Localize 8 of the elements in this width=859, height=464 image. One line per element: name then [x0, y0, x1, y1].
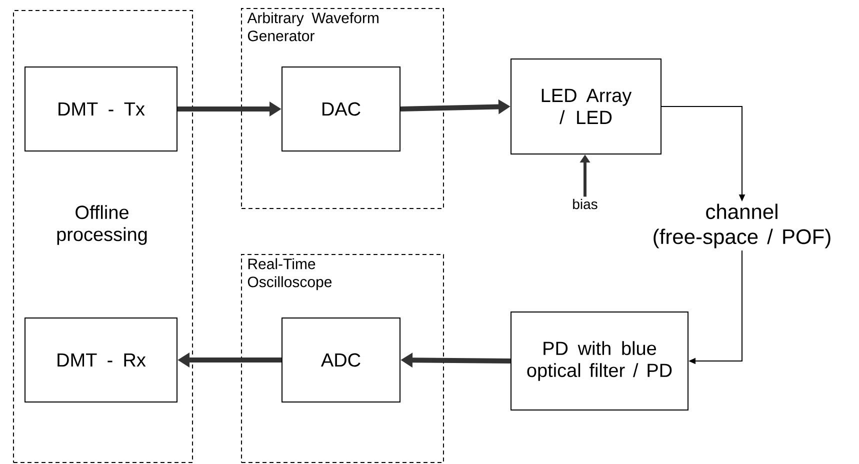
process-box: DAC	[282, 66, 400, 152]
process-box: LED Array / LED	[510, 58, 662, 154]
process-box: DMT - Rx	[24, 318, 178, 402]
process-box: ADC	[282, 318, 400, 402]
process-box: DMT - Tx	[24, 66, 178, 152]
channel-label: channel (free-space / POF)	[654, 204, 830, 248]
bias-label: bias	[573, 198, 598, 210]
process-box: PD with blue optical filter / PD	[510, 312, 688, 410]
